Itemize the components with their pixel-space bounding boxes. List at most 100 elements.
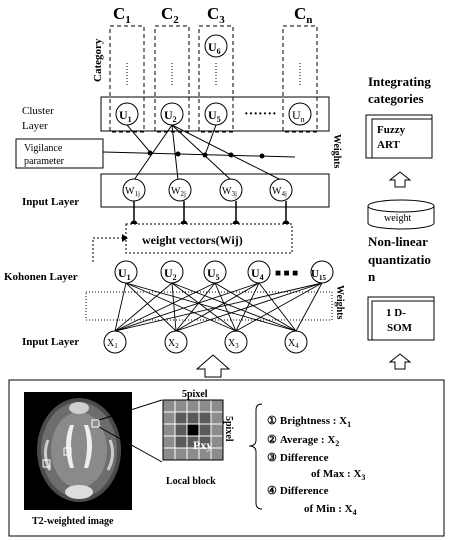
svg-text:U1: U1 xyxy=(118,266,131,282)
up-arrow-right-1 xyxy=(388,171,412,188)
pixel-cell xyxy=(186,399,200,413)
up-arrow-main xyxy=(195,354,231,378)
node-k-u2: U2 xyxy=(160,260,184,284)
node-k-u15: U15 xyxy=(310,260,334,284)
connection-u3-x3 xyxy=(258,282,297,332)
connection-u4-x2 xyxy=(235,282,323,332)
node-w4: W4j xyxy=(269,178,293,202)
category-c3: C3 xyxy=(207,4,225,26)
svg-text:W4j: W4j xyxy=(272,186,287,198)
connection-u1-x3 xyxy=(171,282,297,332)
svg-text:Un: Un xyxy=(292,108,305,124)
input-layer-top-label: Input Layer xyxy=(22,196,79,208)
feature-3b: of Max : X3 xyxy=(311,468,365,482)
pixel-cell xyxy=(198,423,212,437)
connection-u1-x1 xyxy=(171,282,177,332)
local-block-label: Local block xyxy=(166,476,216,487)
cluster-input-connections xyxy=(126,124,282,181)
pixel-cell xyxy=(162,411,176,425)
pixel-cell xyxy=(198,411,212,425)
nonlinear-label-3: n xyxy=(368,269,376,284)
zoom-line-top xyxy=(98,399,163,421)
connection-u4-x1 xyxy=(175,282,323,332)
weight-db-label: weight xyxy=(384,213,411,224)
pixel-cell xyxy=(162,399,176,413)
category-axis-label: Category xyxy=(92,38,104,82)
connection-u2-x3 xyxy=(214,282,297,332)
weight-vectors-box xyxy=(125,223,293,254)
pixel-cell xyxy=(162,435,176,449)
svg-text:X3: X3 xyxy=(228,338,239,350)
feature-4b: of Min : X4 xyxy=(304,503,357,517)
pixel-cell xyxy=(174,447,188,461)
node-w3: W3j xyxy=(219,178,243,202)
feedback-arrowhead xyxy=(122,234,128,242)
category-column-c3 xyxy=(198,25,234,133)
pixel-cell xyxy=(210,399,224,413)
node-x1: X1 xyxy=(103,330,127,354)
nonlinear-label-1: Non-linear xyxy=(368,234,428,249)
node-x4: X4 xyxy=(284,330,308,354)
integrating-label-1: Integrating xyxy=(368,74,431,89)
category-column-c2 xyxy=(154,25,190,133)
feedback-arrow xyxy=(92,237,122,262)
pixel-cell xyxy=(174,399,188,413)
connection-u0-x3 xyxy=(125,282,297,332)
weights-label-bottom: Weights xyxy=(334,285,345,320)
pixel-side-label: 5pixel xyxy=(223,416,234,442)
fuzzy-art-box: Fuzzy ART xyxy=(365,114,433,159)
svg-text:W3j: W3j xyxy=(222,186,237,198)
cluster-nodes: U1 U2 U5 ······· Un xyxy=(115,102,312,126)
pixel-cell xyxy=(162,423,176,437)
art-label: ART xyxy=(377,139,401,151)
svg-text:U5: U5 xyxy=(208,108,221,124)
node-x2: X2 xyxy=(164,330,188,354)
category-headers: C1 C2 C3 Cn Category xyxy=(92,4,312,82)
cluster-layer-label-2: Layer xyxy=(22,120,48,132)
cluster-ellipsis: ······· xyxy=(244,107,277,122)
pixel-cell xyxy=(210,411,224,425)
som-label-1: 1 D- xyxy=(386,307,406,319)
svg-text:U2: U2 xyxy=(164,266,177,282)
pixel-cell xyxy=(186,411,200,425)
svg-text:X2: X2 xyxy=(168,338,179,350)
pixel-cell xyxy=(174,435,188,449)
weights-label-top: Weights xyxy=(331,134,342,169)
integrating-label-2: categories xyxy=(368,91,424,106)
input-nodes: X1 X2 X3 X4 xyxy=(103,330,308,354)
connection-u0-x2 xyxy=(125,282,237,332)
t2-image-label: T2-weighted image xyxy=(32,516,114,527)
nonlinear-label-2: quantizatio xyxy=(368,252,431,267)
up-arrow-right-2 xyxy=(388,353,412,370)
category-columns xyxy=(109,25,318,133)
weight-vector-connectors xyxy=(133,201,287,224)
category-column-dots xyxy=(126,63,301,85)
connection-u2-x0 xyxy=(114,282,216,332)
node-u5: U5 xyxy=(204,102,228,126)
vigilance-line xyxy=(102,151,296,158)
node-w2: W2j xyxy=(168,178,192,202)
kohonen-nodes: U1 U2 U5 U4 ■ ■ ■ U15 xyxy=(114,260,334,284)
som-label-2: SOM xyxy=(387,322,413,334)
node-un: Un xyxy=(288,102,312,126)
kohonen-layer-label: Kohonen Layer xyxy=(4,271,78,283)
svg-text:W1j: W1j xyxy=(125,186,140,198)
svg-text:U4: U4 xyxy=(251,266,264,282)
svg-text:U5: U5 xyxy=(207,266,220,282)
node-u1: U1 xyxy=(115,102,139,126)
node-k-u1: U1 xyxy=(114,260,138,284)
pxy-label: Pxy xyxy=(193,438,212,452)
pixel-top-label: 5pixel xyxy=(182,389,208,400)
connection-u3-x2 xyxy=(235,282,260,332)
kohonen-input-connections xyxy=(114,282,323,332)
category-cn: Cn xyxy=(294,4,312,26)
pixel-cell xyxy=(162,447,176,461)
input-layer-top-box xyxy=(100,173,330,208)
features-brace xyxy=(248,403,263,510)
connection-u1-x2 xyxy=(171,282,237,332)
